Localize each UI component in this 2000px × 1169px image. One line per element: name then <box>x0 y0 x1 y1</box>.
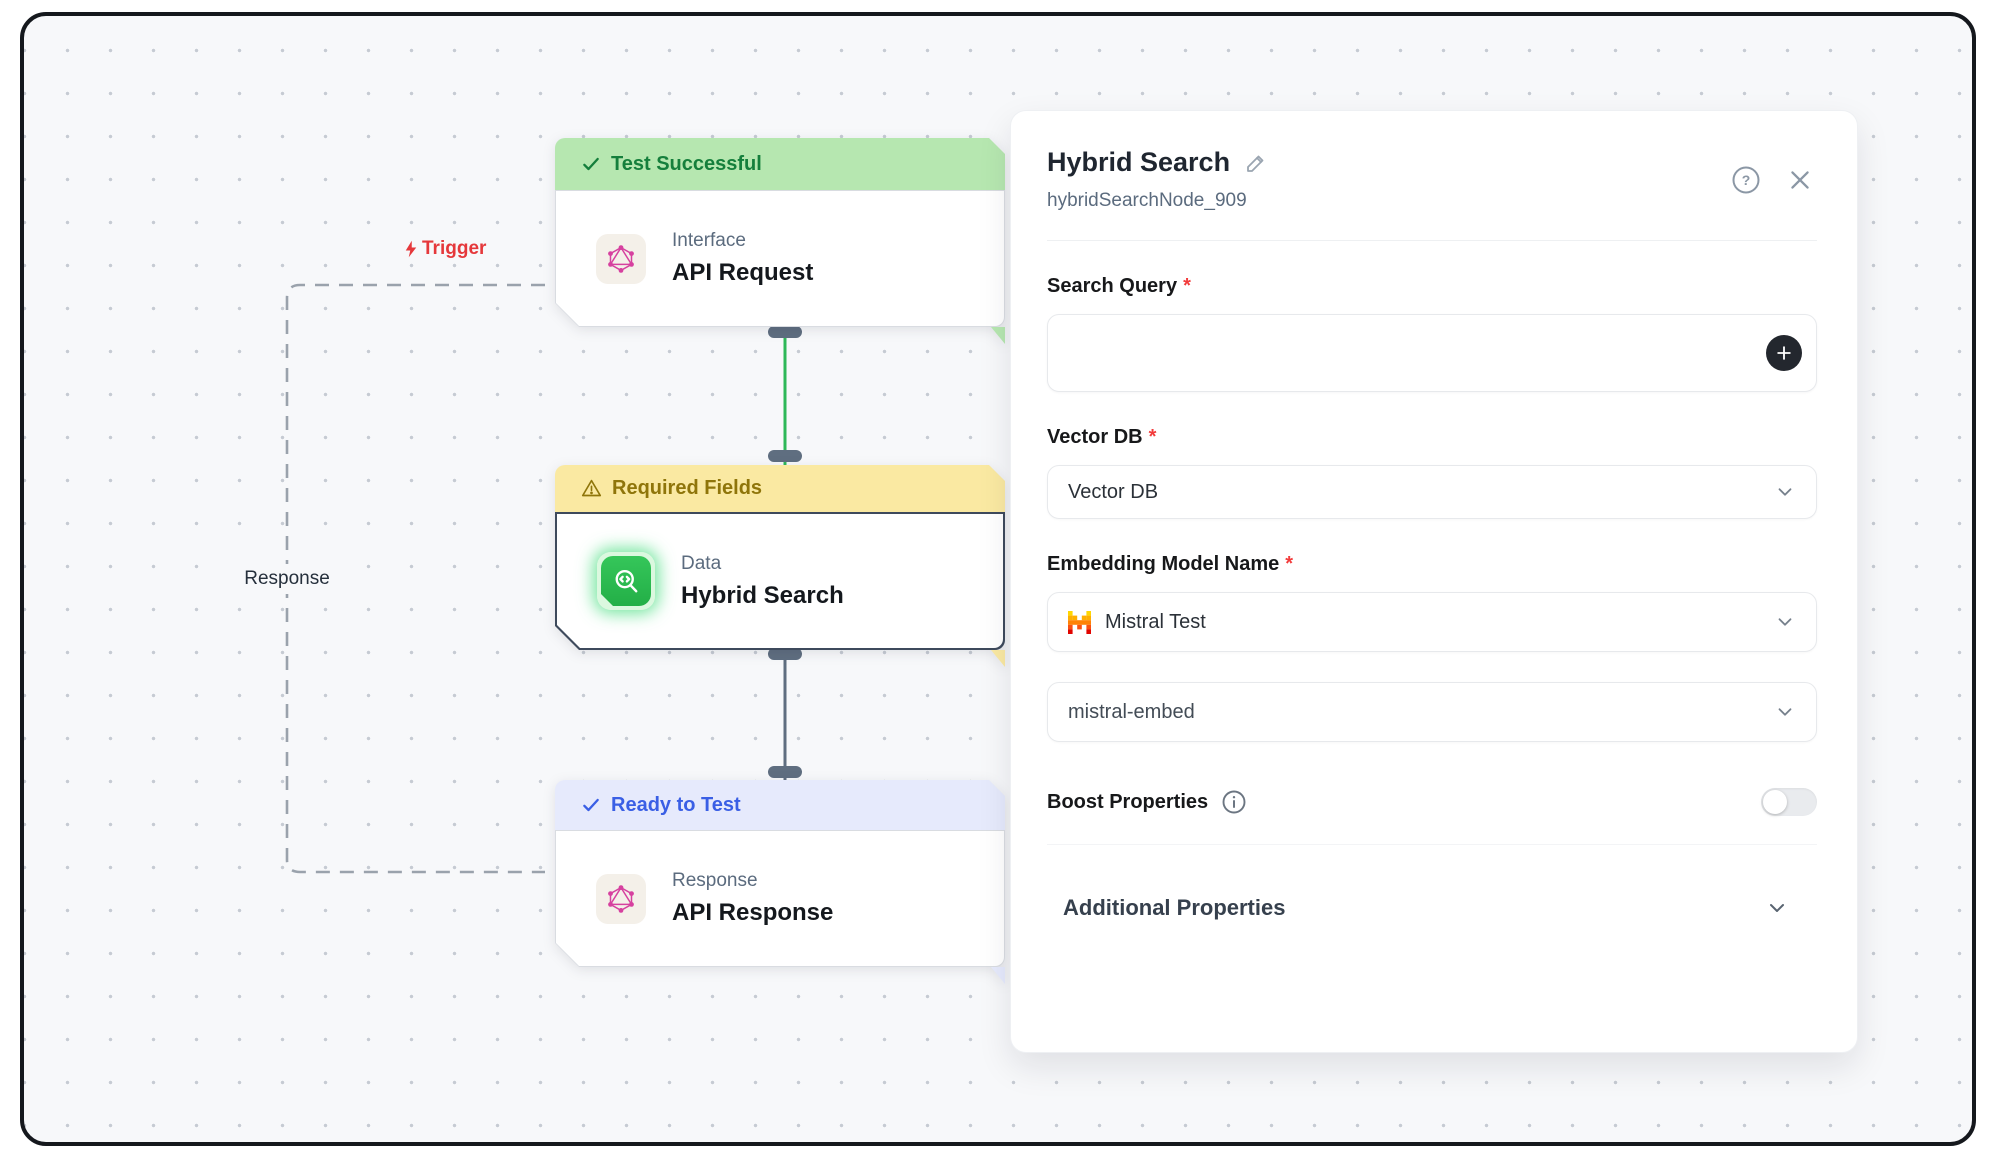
check-icon <box>581 795 601 815</box>
flow-canvas[interactable]: Trigger Response Test Successful <box>20 12 1976 1146</box>
required-asterisk: * <box>1148 426 1157 448</box>
status-banner-ready: Ready to Test <box>555 780 1005 830</box>
node-hybrid-search[interactable]: Required Fields <box>555 465 1005 667</box>
vector-db-select[interactable]: Vector DB <box>1047 465 1817 519</box>
node-title: API Request <box>672 259 814 286</box>
edit-icon[interactable] <box>1244 151 1268 175</box>
banner-fold <box>991 650 1005 667</box>
svg-text:?: ? <box>1742 172 1751 188</box>
status-banner-success: Test Successful <box>555 138 1005 190</box>
required-asterisk: * <box>1285 553 1294 575</box>
embedding-model-label: Embedding Model Name* <box>1047 553 1294 575</box>
node-category: Response <box>672 870 758 891</box>
node-api-response[interactable]: Ready to Test <box>555 780 1005 984</box>
search-query-field[interactable] <box>1047 314 1817 392</box>
add-variable-button[interactable] <box>1766 335 1802 371</box>
panel-title: Hybrid Search <box>1047 147 1231 177</box>
handle-request-bottom[interactable] <box>768 326 802 338</box>
node-title: Hybrid Search <box>681 581 844 609</box>
trigger-label: Trigger <box>402 238 486 260</box>
section-divider <box>1047 844 1817 845</box>
search-query-input[interactable] <box>1064 325 1752 381</box>
embedding-provider-select[interactable]: Mistral Test <box>1047 592 1817 652</box>
panel-divider <box>1047 240 1817 241</box>
lightning-icon <box>402 239 420 259</box>
banner-fold <box>991 967 1005 984</box>
help-icon[interactable]: ? <box>1731 165 1761 195</box>
chevron-down-icon <box>1774 481 1796 503</box>
node-id: hybridSearchNode_909 <box>1047 190 1247 211</box>
banner-fold <box>991 327 1005 344</box>
chevron-down-icon <box>1774 701 1796 723</box>
close-icon[interactable] <box>1787 167 1813 193</box>
info-icon[interactable] <box>1221 789 1247 815</box>
boost-properties-toggle[interactable] <box>1761 788 1817 816</box>
response-edge-label: Response <box>232 564 342 594</box>
chevron-down-icon <box>1774 611 1796 633</box>
search-query-label: Search Query* <box>1047 275 1191 297</box>
handle-response-top[interactable] <box>768 766 802 778</box>
vector-db-label: Vector DB* <box>1047 426 1157 448</box>
graphql-icon <box>596 234 646 284</box>
node-properties-panel: Hybrid Search hybridSearchNode_909 <box>1010 110 1858 1053</box>
embedding-model-select[interactable]: mistral-embed <box>1047 682 1817 742</box>
node-title: API Response <box>672 899 834 926</box>
plus-icon <box>1774 343 1794 363</box>
check-icon <box>581 154 601 174</box>
graphql-icon <box>596 874 646 924</box>
hybrid-search-icon <box>597 552 655 610</box>
handle-search-top[interactable] <box>768 450 802 462</box>
additional-properties-accordion[interactable]: Additional Properties <box>1047 895 1817 921</box>
node-category: Interface <box>672 230 746 251</box>
status-banner-required-fields: Required Fields <box>555 465 1005 512</box>
toggle-knob <box>1763 790 1787 814</box>
additional-properties-label: Additional Properties <box>1063 895 1286 920</box>
boost-properties-label: Boost Properties <box>1047 790 1209 813</box>
node-api-request[interactable]: Test Successful <box>555 138 1005 344</box>
required-asterisk: * <box>1183 275 1191 297</box>
node-category: Data <box>681 552 722 574</box>
chevron-down-icon <box>1765 896 1789 920</box>
mistral-icon <box>1068 610 1091 634</box>
warning-icon <box>581 478 602 499</box>
